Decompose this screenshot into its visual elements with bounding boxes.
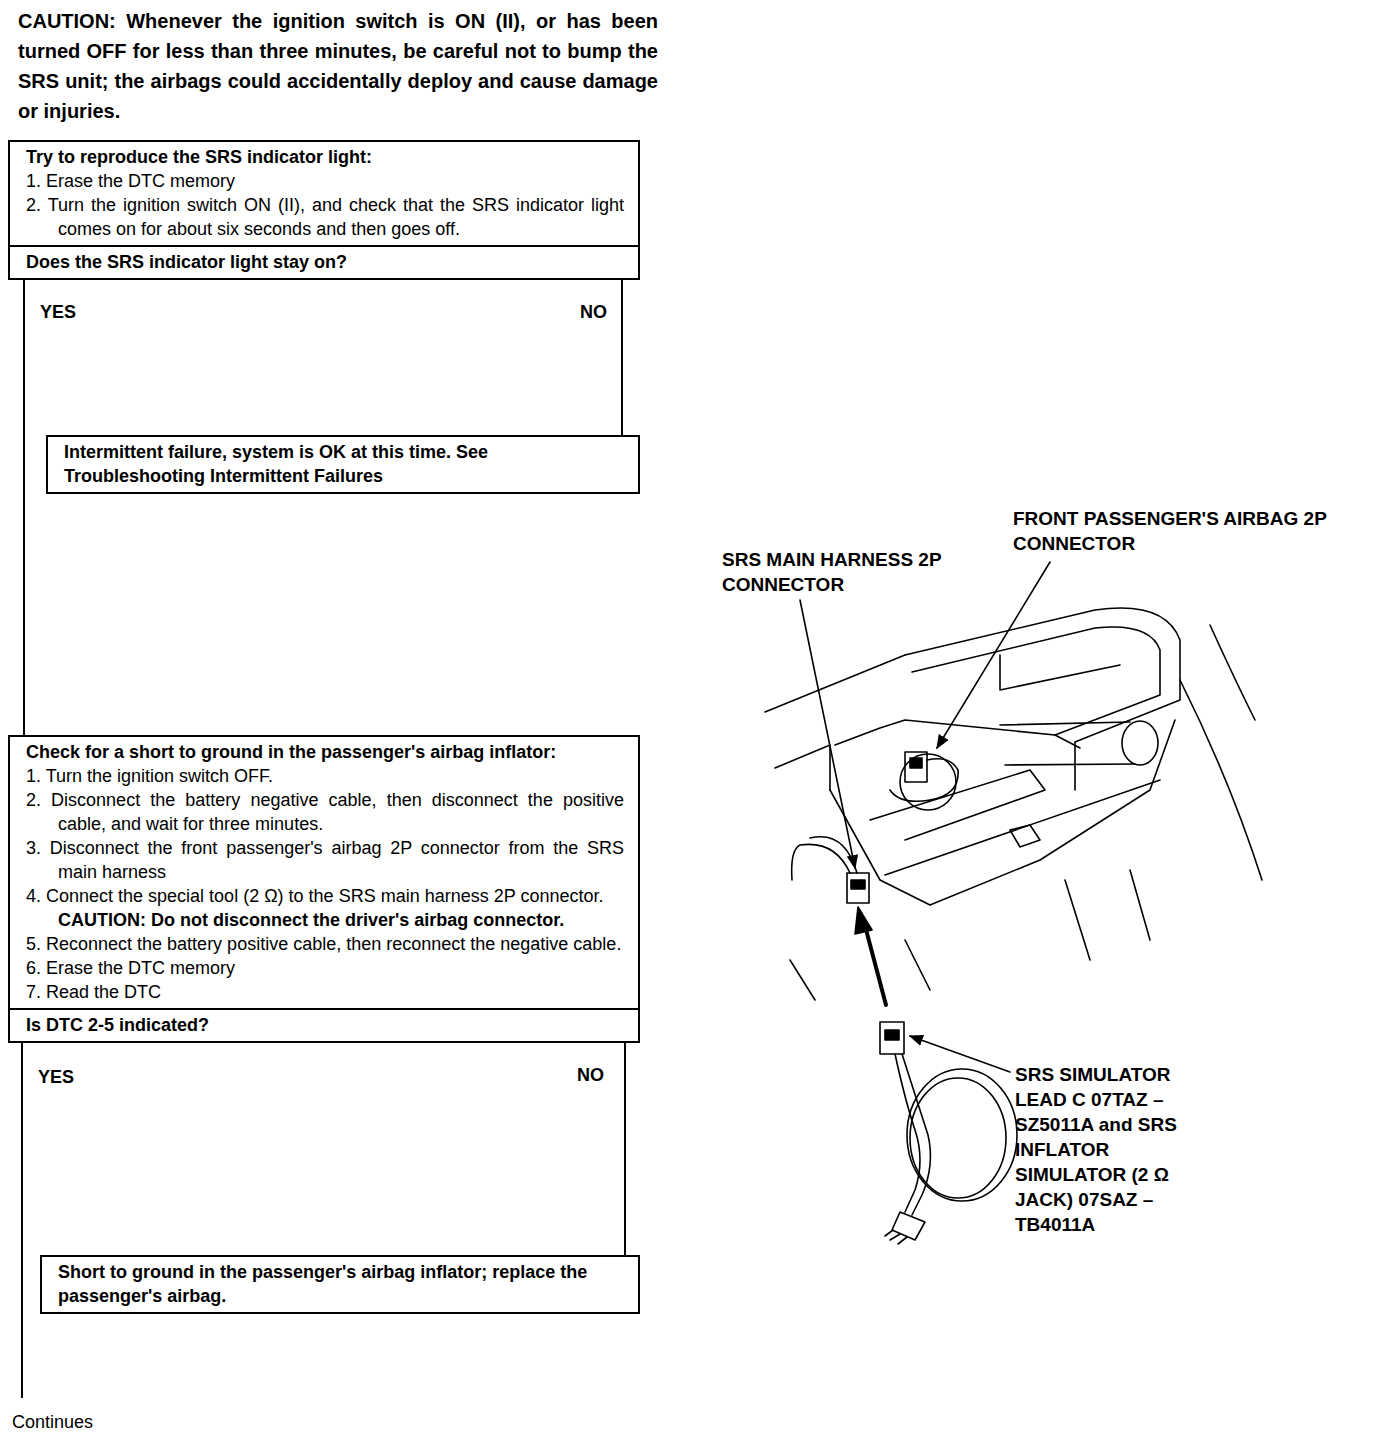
cord-coil — [910, 1078, 1006, 1198]
continue-line — [21, 1043, 23, 1398]
box-heading: Short to ground in the passenger's airba… — [58, 1260, 624, 1308]
question-band: Does the SRS indicator light stay on? — [8, 245, 640, 280]
dashboard-edge — [790, 940, 930, 1000]
airbag-housing — [1000, 655, 1120, 690]
box-step: 2. Disconnect the battery negative cable… — [26, 788, 624, 836]
box-step: 5. Reconnect the battery positive cable,… — [26, 932, 624, 956]
leader-line — [800, 600, 855, 868]
continues-note: Continues — [12, 1410, 152, 1434]
part-name: FRONT PASSENGER'S AIRBAG 2P CONNECTOR — [1013, 506, 1343, 556]
caution-note: CAUTION: Whenever the ignition switch is… — [18, 6, 658, 126]
airbag-housing — [912, 627, 1160, 735]
part-name: SRS MAIN HARNESS 2P CONNECTOR — [722, 547, 952, 597]
dashboard-edge — [1210, 625, 1255, 720]
box-step: 1. Turn the ignition switch OFF. — [26, 764, 624, 788]
cord-coil — [907, 1069, 1017, 1201]
lower-panel — [830, 720, 1175, 905]
result-box: Intermittent failure, system is OK at th… — [46, 435, 640, 494]
insertion-arrowhead — [855, 907, 872, 934]
inflator-end — [1122, 721, 1158, 765]
box-heading: Check for a short to ground in the passe… — [26, 740, 624, 764]
dashboard-edge — [1180, 680, 1262, 880]
box-heading: Try to reproduce the SRS indicator light… — [26, 145, 624, 169]
dashboard-edge — [765, 655, 905, 712]
lower-panel — [885, 780, 1160, 875]
airbag-housing — [905, 608, 1180, 790]
dashboard-edge — [775, 745, 830, 790]
flow-line — [621, 280, 623, 435]
result-box: Short to ground in the passenger's airba… — [40, 1255, 640, 1314]
box-step: CAUTION: Do not disconnect the driver's … — [26, 908, 624, 932]
simulator-connector — [880, 1022, 904, 1054]
plug-pins — [885, 1230, 907, 1244]
step-box: Check for a short to ground in the passe… — [8, 735, 640, 1010]
box-step: 1. Erase the DTC memory — [26, 169, 624, 193]
branch-label: YES — [38, 1065, 98, 1089]
connector-latch — [885, 1030, 899, 1040]
box-step: 2. Turn the ignition switch ON (II), and… — [26, 193, 624, 241]
tool-name: SRS SIMULATOR LEAD C 07TAZ – SZ5011A and… — [1015, 1062, 1225, 1237]
insertion-arrow — [864, 922, 886, 1005]
branch-label: YES — [38, 302, 78, 323]
box-step: 3. Disconnect the front passenger's airb… — [26, 836, 624, 884]
box-heading: Is DTC 2-5 indicated? — [26, 1013, 624, 1037]
harness-wire — [792, 844, 850, 880]
connector-latch — [851, 880, 865, 889]
flow-line — [23, 280, 25, 735]
harness-connector — [847, 873, 869, 903]
question-band: Is DTC 2-5 indicated? — [8, 1008, 640, 1043]
wire-loop — [900, 754, 956, 810]
flow-line — [624, 1043, 626, 1255]
dashboard-edge — [1065, 870, 1150, 960]
bracket-tab — [1010, 825, 1040, 847]
inflator-body — [1000, 722, 1135, 765]
box-step: 4. Connect the special tool (2 Ω) to the… — [26, 884, 624, 908]
leader-line — [910, 1036, 1010, 1072]
box-step: 7. Read the DTC — [26, 980, 624, 1004]
box-heading: Intermittent failure, system is OK at th… — [64, 440, 624, 488]
branch-label: NO — [575, 1065, 606, 1086]
step-box: Try to reproduce the SRS indicator light… — [8, 140, 640, 247]
branch-label: NO — [578, 302, 609, 323]
box-step: 6. Erase the DTC memory — [26, 956, 624, 980]
box-heading: Does the SRS indicator light stay on? — [26, 250, 624, 274]
leader-line — [937, 562, 1050, 748]
